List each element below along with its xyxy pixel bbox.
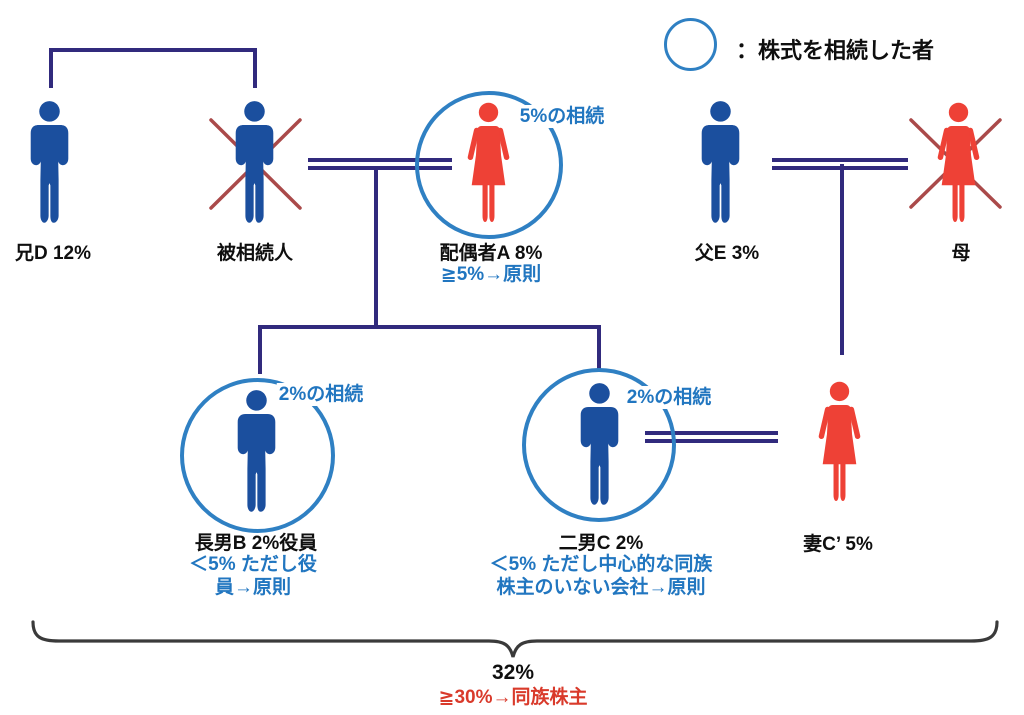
family-shareholder-rule: ≧30%→同族株主 xyxy=(438,687,588,708)
person-figure-wife-c xyxy=(811,380,868,511)
label-decedent: 被相続人 xyxy=(216,243,294,264)
inherit-note-spouse-a: 5%の相続 xyxy=(517,105,607,128)
inheritance-circle-second-son-c xyxy=(522,368,676,522)
legend-inherited-circle xyxy=(664,18,717,71)
person-figure-spouse-a xyxy=(460,101,517,232)
descent-line-children xyxy=(258,166,601,374)
rule-note-spouse-a: ≧5%→原則 xyxy=(440,264,542,285)
total-brace xyxy=(31,620,999,658)
label-brother-d: 兄D 12% xyxy=(14,243,92,264)
legend-label: ：株式を相続した者 xyxy=(736,38,935,63)
inheritance-circle-spouse-a xyxy=(415,91,563,239)
label-spouse-a: 配偶者A 8% xyxy=(439,243,543,264)
rule-note-eldest-son-b: ＜5% ただし役 員→原則 xyxy=(189,554,317,598)
person-figure-brother-d xyxy=(21,100,78,231)
person-figure-father-e xyxy=(692,100,749,231)
person-figure-decedent xyxy=(226,100,283,231)
inheritance-circle-eldest-son-b xyxy=(180,378,335,533)
total-percentage: 32% xyxy=(491,661,535,684)
sibling-bracket-line xyxy=(49,48,257,88)
label-mother: 母 xyxy=(951,243,971,264)
label-second-son-c: 二男C 2% xyxy=(558,533,644,554)
person-figure-mother xyxy=(930,101,987,232)
rule-note-second-son-c: ＜5% ただし中心的な同族 株主のいない会社→原則 xyxy=(489,554,713,598)
person-figure-eldest-son-b xyxy=(228,389,285,520)
person-figure-second-son-c xyxy=(571,382,628,513)
label-wife-c: 妻C’ 5% xyxy=(803,534,873,555)
inherit-note-eldest-son-b: 2%の相続 xyxy=(276,383,366,406)
label-father-e: 父E 3% xyxy=(694,243,760,264)
inherit-note-second-son-c: 2%の相続 xyxy=(624,386,714,409)
label-eldest-son-b: 長男B 2%役員 xyxy=(194,533,318,554)
